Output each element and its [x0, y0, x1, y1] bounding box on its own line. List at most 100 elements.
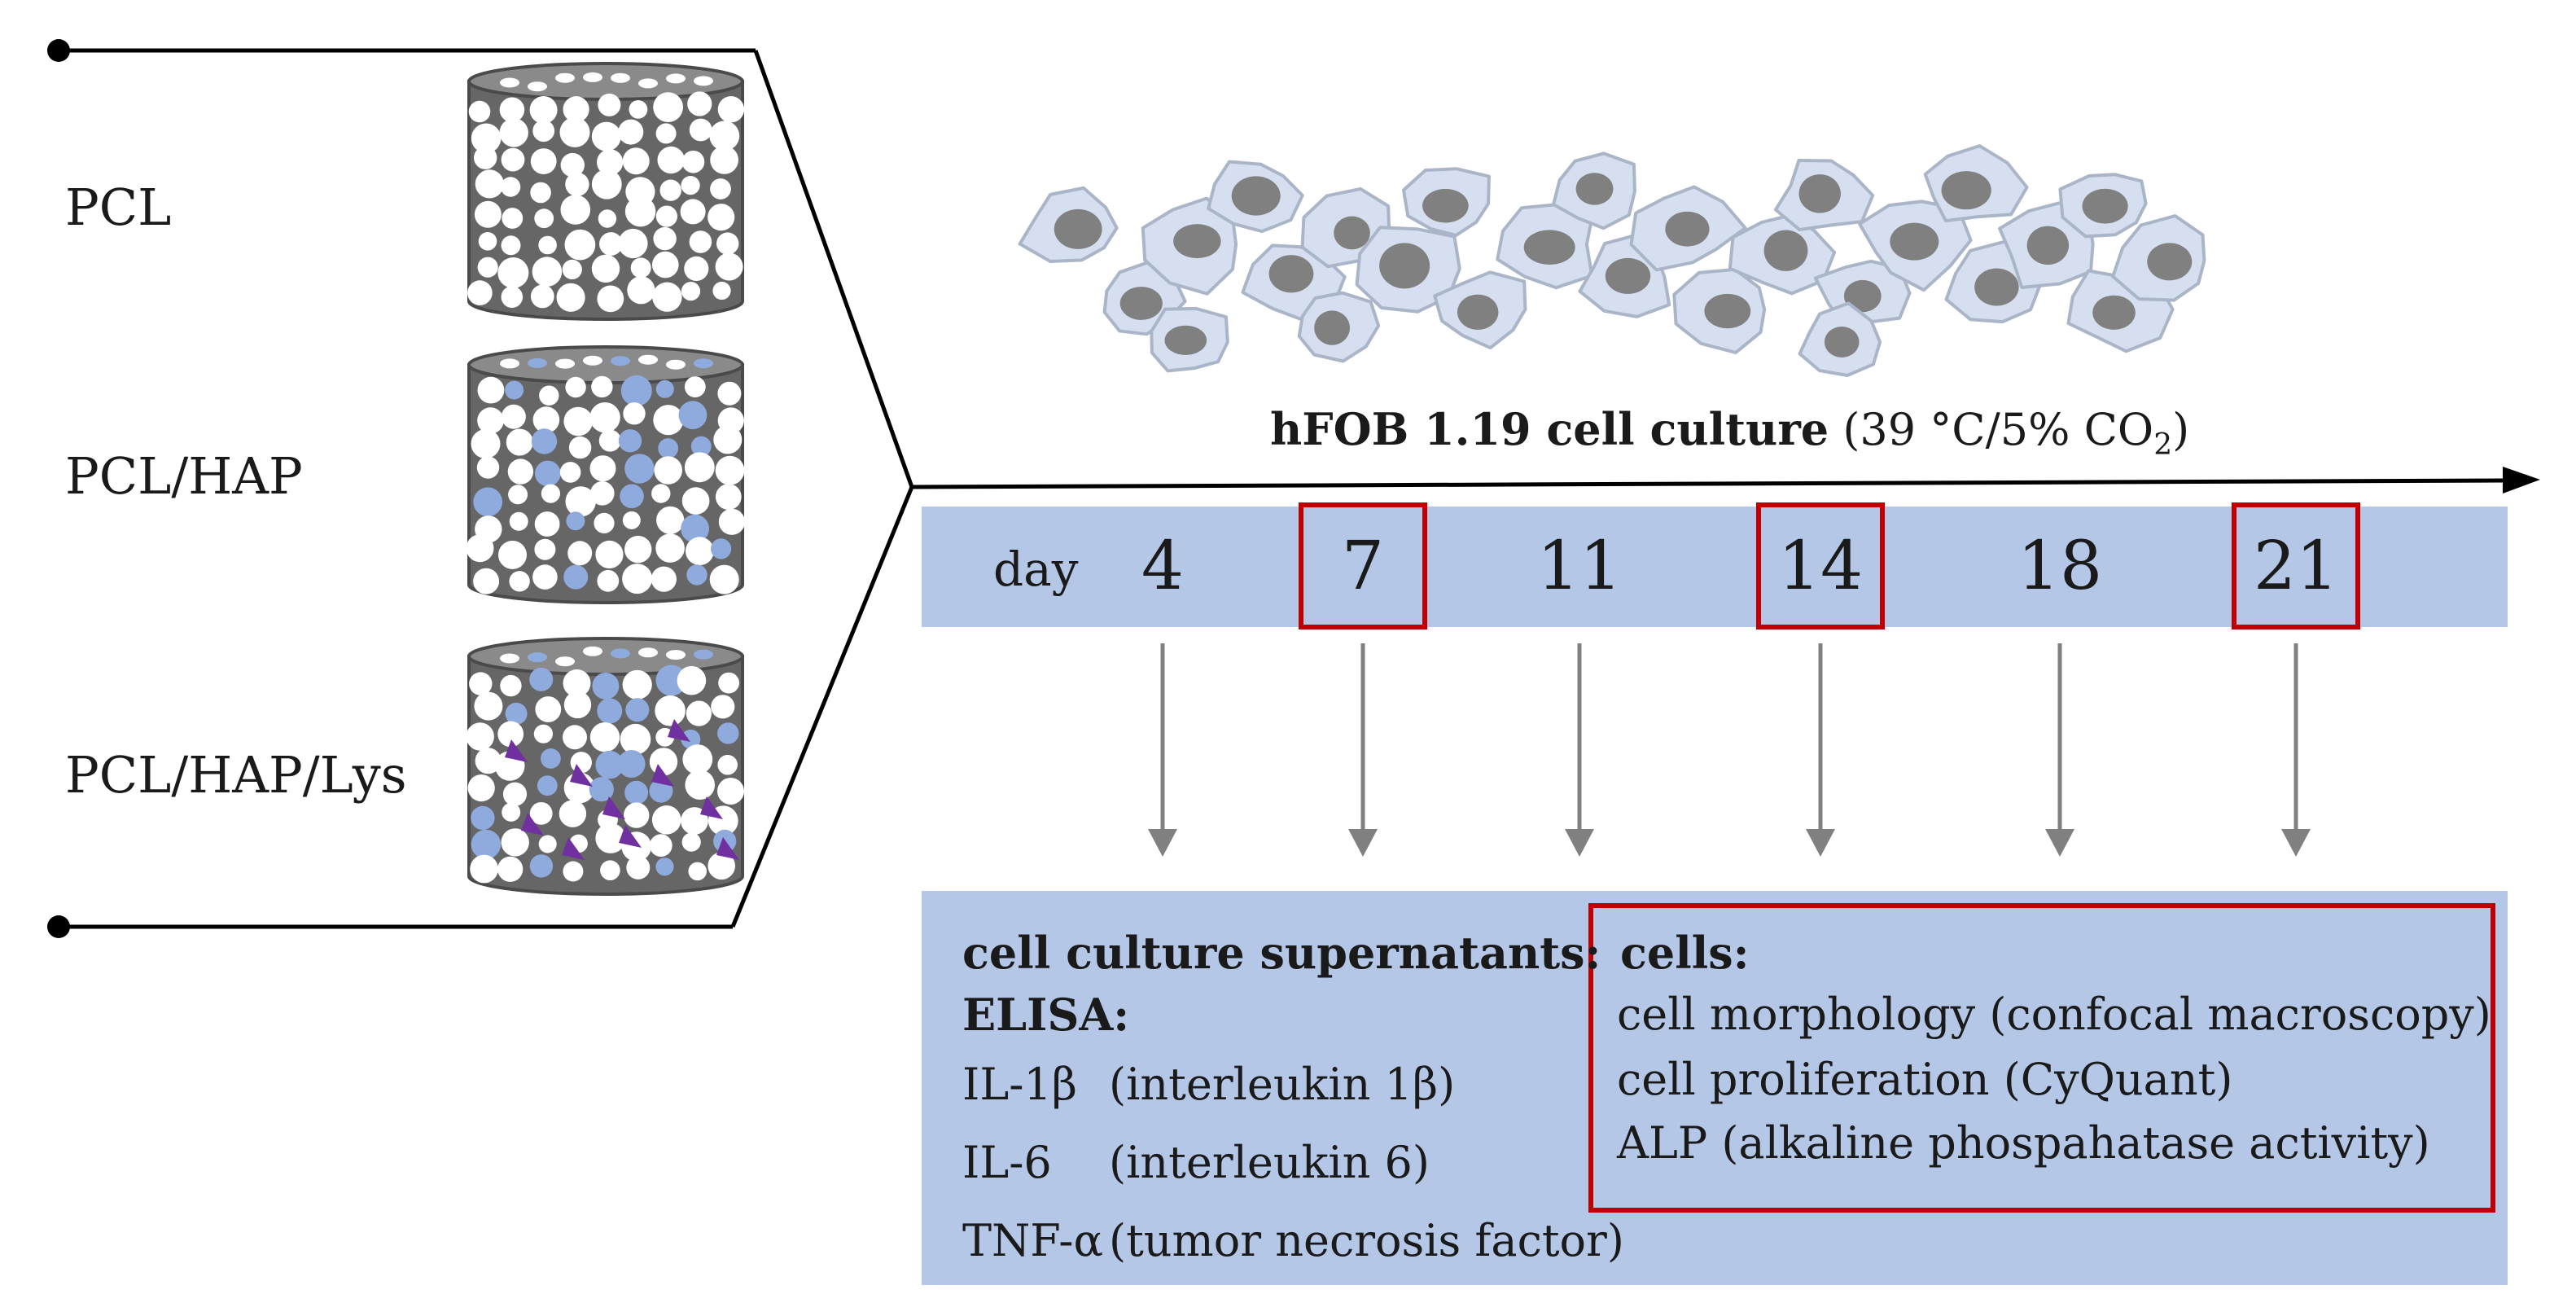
top-pore	[694, 358, 713, 369]
pore	[681, 514, 709, 543]
cell	[1207, 160, 1304, 234]
cells-highlight-box	[1588, 903, 2495, 1213]
pore	[625, 698, 650, 722]
cell-nucleus	[1422, 188, 1469, 223]
pore	[649, 834, 672, 858]
cell-nucleus	[1054, 208, 1102, 249]
pore	[677, 665, 707, 695]
pore	[589, 402, 620, 433]
pore	[684, 256, 709, 281]
top-pore	[694, 649, 713, 660]
day-highlight-box	[1756, 502, 1885, 629]
pore	[717, 381, 742, 406]
pore	[559, 800, 587, 827]
cell-nucleus	[1231, 176, 1281, 216]
day-arrow-head	[2281, 829, 2311, 857]
day-arrow-head	[1148, 829, 1177, 857]
pore	[538, 835, 557, 853]
pore	[626, 855, 651, 880]
pore	[471, 805, 495, 831]
day-arrow-head	[1348, 829, 1378, 857]
pore	[624, 454, 655, 484]
lysozyme-triangle	[716, 837, 739, 860]
pore	[538, 235, 557, 255]
pore	[534, 208, 554, 229]
timeline-arrowhead	[2503, 467, 2540, 493]
pore	[655, 858, 674, 876]
pore	[653, 405, 684, 436]
pore	[681, 176, 700, 195]
top-pore	[528, 652, 547, 663]
day-4: 4	[1141, 528, 1185, 605]
pore	[624, 802, 650, 828]
pore	[658, 438, 679, 458]
cell-nucleus	[1334, 216, 1370, 250]
pore	[475, 169, 504, 199]
pore	[622, 564, 653, 594]
pore	[651, 805, 681, 835]
day-14: 14	[1777, 528, 1864, 605]
cell-nucleus	[1268, 255, 1314, 293]
lysozyme-triangle	[521, 813, 544, 836]
cell-nucleus	[2026, 226, 2070, 265]
pore	[624, 196, 656, 227]
cell-nucleus	[1164, 325, 1207, 355]
culture-conditions-close: )	[2172, 404, 2190, 455]
cell	[1297, 291, 1381, 363]
pore	[682, 744, 713, 774]
pore	[680, 199, 706, 225]
pore	[595, 750, 624, 779]
pore	[467, 774, 495, 802]
pore	[689, 230, 712, 253]
top-pore	[528, 81, 547, 92]
pore	[709, 121, 740, 151]
day-arrow-head	[1565, 829, 1594, 857]
cell-nucleus	[2092, 295, 2136, 330]
pore	[718, 508, 746, 535]
pore	[565, 486, 596, 517]
pore	[529, 96, 558, 124]
top-pore	[500, 653, 519, 664]
pore	[506, 428, 533, 456]
marker-code-il1b: IL-1β	[962, 1059, 1078, 1110]
supernatants-title: cell culture supernatants:	[962, 927, 1601, 979]
pore	[713, 425, 743, 454]
day-21: 21	[2253, 528, 2339, 605]
sample-bracket	[47, 39, 914, 938]
pore	[600, 860, 620, 880]
pore	[556, 283, 585, 312]
pore	[617, 750, 646, 778]
pore	[563, 564, 589, 590]
pore	[502, 802, 521, 822]
pore	[708, 204, 735, 231]
pore	[539, 385, 559, 406]
pore	[656, 506, 685, 534]
pore	[591, 375, 613, 398]
top-pore	[583, 646, 602, 656]
day-marks	[1148, 502, 2360, 857]
pore	[502, 782, 528, 806]
cell-nucleus	[1379, 243, 1430, 289]
pore	[591, 121, 621, 151]
pore	[564, 229, 596, 261]
pore	[620, 375, 652, 406]
pore	[532, 257, 563, 287]
pore	[651, 566, 677, 592]
pore	[655, 205, 678, 227]
cells-item-alp: ALP (alkaline phospahatase activity)	[1617, 1117, 2430, 1169]
pore	[471, 829, 502, 860]
pore	[598, 209, 617, 228]
pore	[681, 729, 701, 749]
day-18: 18	[2017, 528, 2103, 605]
pore	[474, 691, 503, 721]
pore	[567, 541, 593, 566]
top-pore	[583, 72, 602, 82]
pore	[532, 406, 560, 433]
pore	[473, 568, 500, 594]
cell-nucleus	[1974, 268, 2019, 306]
scaffold-group	[466, 62, 746, 896]
pore	[534, 538, 556, 560]
lysozyme-triangle	[619, 825, 642, 848]
cell	[1355, 226, 1461, 314]
pore	[597, 149, 624, 176]
